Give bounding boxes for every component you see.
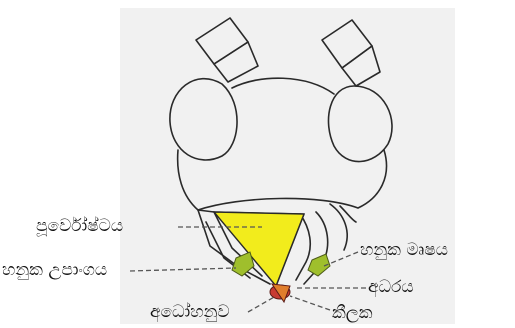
clypeus-label: පූර්වෝෂ්ටය [36,216,123,236]
hypopharynx-label: අධෝහනුව [150,302,230,322]
labrum-label: අධරය [368,277,414,297]
mandible-appendage-label: හනුක උපාංගය [2,260,107,280]
cardo-label: කීලක [332,303,373,323]
mandible-label: හනුක මෘෂය [360,240,448,260]
